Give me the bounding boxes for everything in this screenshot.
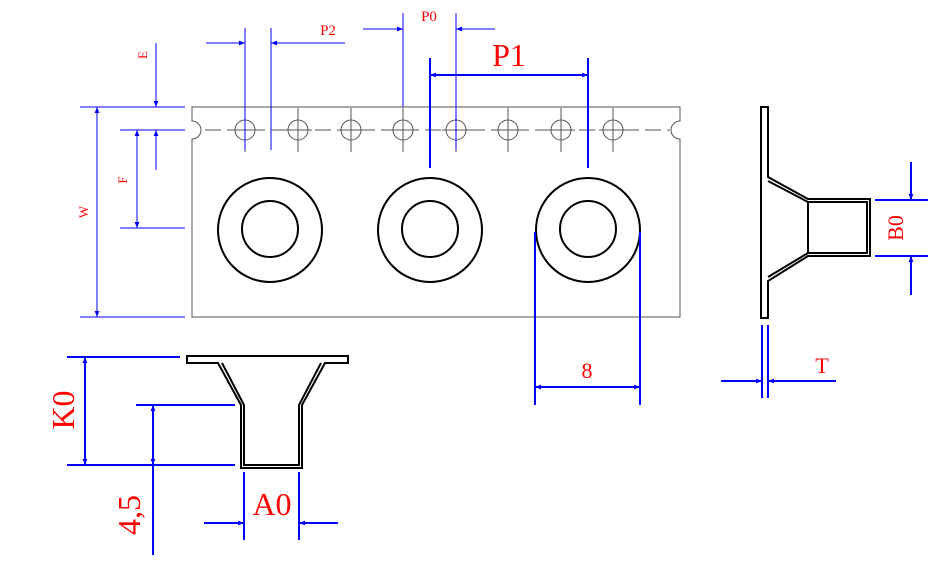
dimension-8: 8 (534, 232, 641, 405)
label-k0: K0 (45, 390, 81, 429)
dimension-e: E (120, 43, 185, 170)
sprocket-hole (337, 108, 365, 152)
dimension-p0: P0 (363, 9, 495, 150)
dimension-4-5: 4,5 (111, 404, 235, 555)
label-w: W (76, 205, 91, 218)
dimension-k0: K0 (45, 356, 235, 466)
sprocket-hole (599, 108, 627, 152)
sprocket-hole (547, 108, 575, 152)
dimension-t: T (721, 325, 836, 398)
label-p1: P1 (492, 37, 526, 73)
label-4-5: 4,5 (111, 495, 147, 535)
dimension-f: F (115, 130, 185, 229)
label-b0: B0 (883, 215, 908, 241)
label-p0: P0 (421, 9, 437, 25)
sprocket-hole (494, 108, 522, 152)
label-8: 8 (582, 358, 593, 383)
dimension-p1: P1 (429, 37, 589, 168)
label-p2: P2 (320, 23, 336, 39)
dimension-p2: P2 (206, 23, 345, 150)
dimension-a0: A0 (204, 472, 338, 540)
dimension-w: W (76, 106, 185, 318)
dimension-b0: B0 (875, 162, 928, 295)
label-a0: A0 (252, 486, 291, 522)
pockets (217, 177, 641, 283)
tape-top-view (191, 106, 681, 318)
pocket (535, 177, 641, 283)
pocket (377, 177, 483, 283)
label-e: E (135, 51, 150, 59)
sprocket-holes (231, 108, 627, 152)
label-t: T (815, 353, 829, 378)
pocket-front-section (186, 355, 349, 469)
pocket-side-section (760, 106, 871, 319)
sprocket-hole (389, 108, 417, 152)
sprocket-hole (284, 108, 312, 152)
label-f: F (115, 176, 130, 183)
pocket (217, 177, 323, 283)
